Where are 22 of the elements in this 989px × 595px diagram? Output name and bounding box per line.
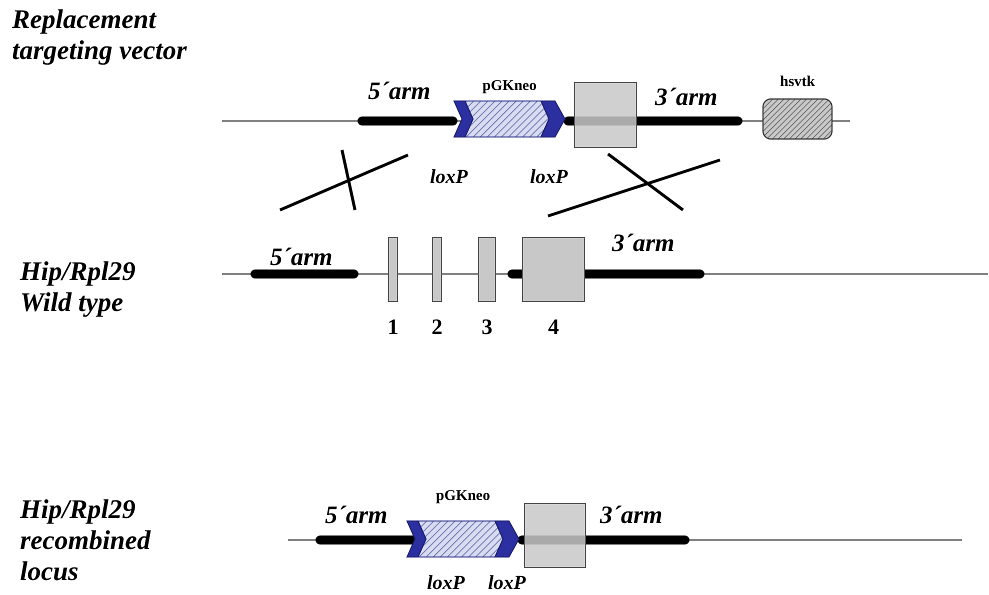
row-title: Replacement targeting vector — [12, 4, 188, 66]
row-title: Hip/Rpl29 Wild type — [20, 256, 137, 318]
exon-number: 3 — [480, 314, 494, 340]
site-label: loxP — [427, 572, 465, 595]
site-label: loxP — [530, 166, 568, 189]
arm-label: 3´arm — [600, 502, 662, 531]
exon-box — [574, 82, 637, 148]
exon-number: 2 — [430, 314, 444, 340]
site-label: loxP — [430, 166, 468, 189]
row-title: Hip/Rpl29 recombined locus — [20, 494, 152, 588]
arm-label: 5´arm — [368, 78, 430, 107]
exon-number: 1 — [386, 314, 400, 340]
gene-label: pGKneo — [434, 488, 492, 505]
gene-label: hsvtk — [778, 74, 816, 91]
exon-number: 4 — [547, 314, 560, 340]
arm-label: 3´arm — [612, 230, 674, 259]
arm-label: 5´arm — [270, 244, 332, 273]
site-label: loxP — [488, 572, 526, 595]
exon-box — [524, 503, 586, 568]
arm-label: 3´arm — [655, 84, 718, 113]
arm-label: 5´arm — [325, 502, 388, 531]
gene-label: pGKneo — [481, 78, 538, 95]
